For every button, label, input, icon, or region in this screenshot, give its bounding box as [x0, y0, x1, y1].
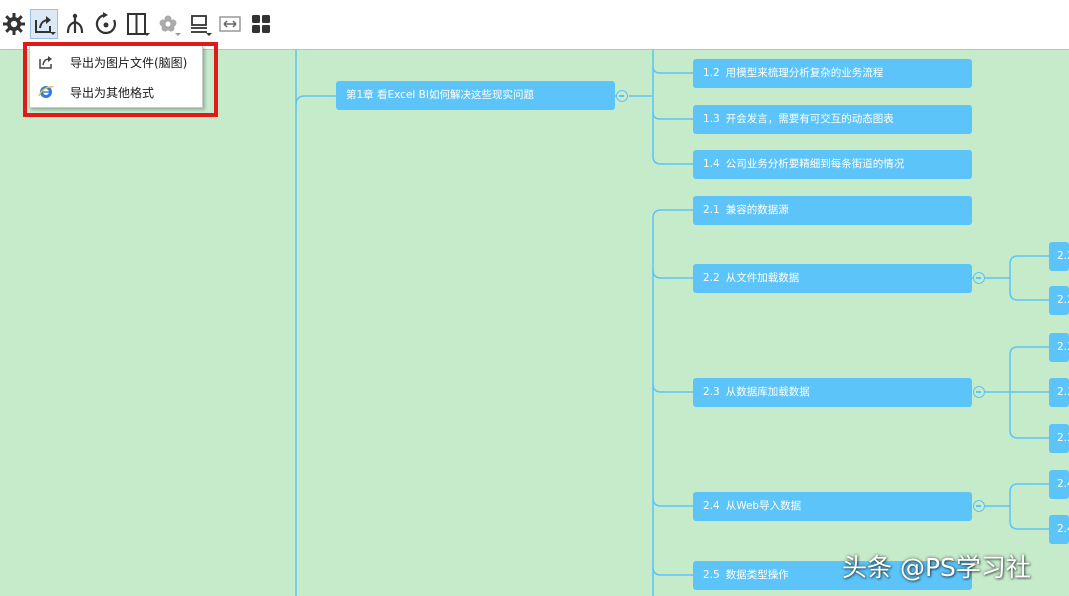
topic-number: 2.4 [703, 500, 720, 512]
ie-icon [38, 84, 54, 100]
rotate-icon[interactable] [92, 9, 120, 39]
topic-node[interactable]: 2.1 兼容的数据源 [693, 196, 972, 225]
collapse-toggle[interactable] [973, 500, 985, 512]
topic-node[interactable]: 1.4 公司业务分析要精细到每条街道的情况 [693, 150, 972, 179]
export-image-menu-item[interactable]: 导出为图片文件(脑图) [30, 47, 202, 77]
topic-label: 从文件加载数据 [725, 272, 800, 284]
gear-icon[interactable] [0, 9, 28, 39]
topic-number: 1.3 [703, 113, 720, 125]
topic-node[interactable]: 1.3 开会发言，需要有可交互的动态图表 [693, 105, 972, 134]
topic-node[interactable]: 2.3 从数据库加载数据 [693, 378, 972, 407]
fit-width-icon[interactable] [216, 9, 244, 39]
collapse-toggle[interactable] [973, 272, 985, 284]
topic-number: 2.1 [703, 204, 720, 216]
collapse-toggle[interactable] [973, 386, 985, 398]
connector-lines [295, 50, 1049, 596]
branch-icon[interactable] [61, 9, 89, 39]
subtopic-label: 2.3 [1057, 432, 1069, 444]
topic-number: 2.5 [703, 569, 720, 581]
subtopic-node[interactable]: 2.4 [1049, 470, 1069, 499]
collapse-toggle[interactable] [616, 90, 628, 102]
subtopic-label: 2.4 [1057, 478, 1069, 490]
grid-icon[interactable] [247, 9, 275, 39]
topic-label: 用模型来梳理分析复杂的业务流程 [725, 67, 884, 79]
topic-number: 1.4 [703, 158, 720, 170]
topic-label: 公司业务分析要精细到每条街道的情况 [725, 158, 905, 170]
export-icon [38, 54, 54, 70]
subtopic-node[interactable]: 2.3 [1049, 424, 1069, 453]
subtopic-label: 2.2 [1057, 250, 1069, 262]
subtopic-node[interactable]: 2.3 [1049, 333, 1069, 362]
subtopic-label: 2.3 [1057, 341, 1069, 353]
toolbar [0, 0, 1069, 50]
watermark: 头条 @PS学习社 [842, 553, 1031, 582]
export-other-menu-item[interactable]: 导出为其他格式 [30, 77, 202, 107]
mindmap-canvas[interactable]: 第1章 看Excel BI如何解决这些现实问题 1.2 用模型来梳理分析复杂的业务… [0, 50, 1069, 596]
subtopic-node[interactable]: 2.2 [1049, 242, 1069, 271]
topic-label: 兼容的数据源 [725, 204, 789, 216]
topic-label: 从Web导入数据 [725, 500, 802, 512]
topic-node[interactable]: 2.2 从文件加载数据 [693, 264, 972, 293]
topic-node[interactable]: 1.2 用模型来梳理分析复杂的业务流程 [693, 59, 972, 88]
export-image-label: 导出为图片文件(脑图) [70, 55, 188, 70]
subtopic-label: 2.3 [1057, 386, 1069, 398]
topic-node[interactable]: 2.5 数据类型操作 [693, 561, 972, 590]
split-panel-icon[interactable] [123, 9, 151, 39]
subtopic-node[interactable]: 2.2 [1049, 286, 1069, 315]
layout-icon[interactable] [185, 9, 213, 39]
topic-label: 开会发言，需要有可交互的动态图表 [725, 113, 894, 125]
export-icon[interactable] [30, 9, 58, 39]
subtopic-label: 2.2 [1057, 294, 1069, 306]
export-menu: 导出为图片文件(脑图) 导出为其他格式 [29, 45, 203, 108]
subtopic-label: 2.4 [1057, 523, 1069, 535]
flower-icon[interactable] [154, 9, 182, 39]
topic-number: 2.2 [703, 272, 720, 284]
topic-label: 数据类型操作 [725, 569, 789, 581]
subtopic-node[interactable]: 2.3 [1049, 378, 1069, 407]
export-other-label: 导出为其他格式 [70, 85, 155, 100]
topic-label: 从数据库加载数据 [725, 386, 810, 398]
chapter-node-label: 第1章 看Excel BI如何解决这些现实问题 [346, 89, 534, 101]
topic-number: 1.2 [703, 67, 720, 79]
chapter-node[interactable]: 第1章 看Excel BI如何解决这些现实问题 [336, 81, 615, 110]
subtopic-node[interactable]: 2.4 [1049, 515, 1069, 544]
topic-node[interactable]: 2.4 从Web导入数据 [693, 492, 972, 521]
topic-number: 2.3 [703, 386, 720, 398]
